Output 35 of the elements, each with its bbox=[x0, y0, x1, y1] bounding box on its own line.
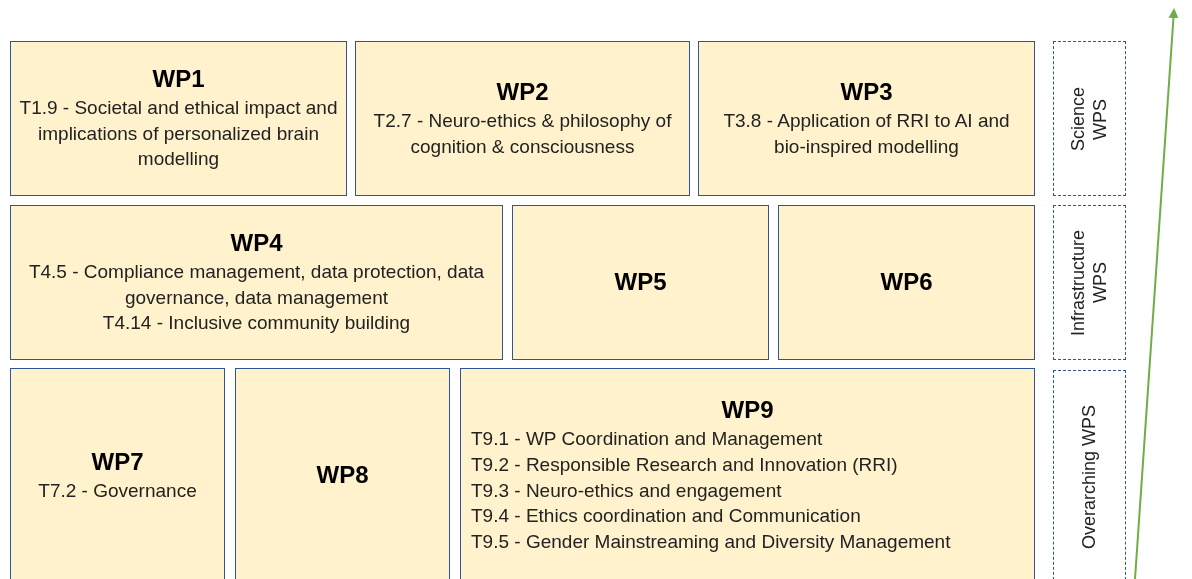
task-text: T3.8 - Application of RRI to AI and bio-inspired modelling bbox=[722, 108, 1011, 159]
task-text: T4.14 - Inclusive community building bbox=[102, 311, 411, 336]
task-text: T9.4 - Ethics coordination and Communication bbox=[471, 504, 861, 529]
task-text: T9.3 - Neuro-ethics and engagement bbox=[471, 478, 782, 503]
heading: WP9 bbox=[721, 396, 774, 425]
heading: WP2 bbox=[496, 77, 549, 106]
work-package-box bbox=[10, 368, 225, 579]
heading: WP6 bbox=[880, 267, 933, 296]
heading: WP1 bbox=[152, 65, 205, 94]
heading: WP7 bbox=[91, 447, 144, 476]
task-text: T2.7 - Neuro-ethics & philosophy of cognition & consciousness bbox=[372, 108, 673, 159]
group-label: Science WPS bbox=[1067, 85, 1111, 153]
work-package-box bbox=[10, 205, 503, 360]
task-text: T7.2 - Governance bbox=[38, 478, 197, 503]
task-text: T1.9 - Societal and ethical impact and implications of personalized brain modelling bbox=[19, 96, 338, 172]
group-frame bbox=[1053, 370, 1126, 579]
work-package-box bbox=[355, 41, 690, 196]
task-text: T9.2 - Responsible Research and Innovation (RRI) bbox=[471, 453, 898, 478]
work-package-box bbox=[512, 205, 769, 360]
task-text: T9.1 - WP Coordination and Management bbox=[471, 427, 823, 452]
group-frame bbox=[1053, 41, 1126, 196]
heading: WP8 bbox=[316, 460, 369, 489]
heading: WP4 bbox=[230, 229, 283, 258]
heading: WP3 bbox=[840, 77, 893, 106]
task-text: T9.5 - Gender Mainstreaming and Diversity Management bbox=[471, 529, 951, 554]
heading: WP5 bbox=[614, 267, 667, 296]
work-package-box bbox=[778, 205, 1035, 360]
work-package-box bbox=[698, 41, 1035, 196]
group-frame bbox=[1053, 205, 1126, 360]
task-text: T4.5 - Compliance management, data protection, data governance, data management bbox=[27, 260, 486, 310]
work-package-box bbox=[460, 368, 1035, 579]
group-label: Overarching WPS bbox=[1078, 405, 1100, 550]
work-package-box bbox=[10, 41, 347, 196]
group-label: Infrastructure WPS bbox=[1067, 228, 1111, 338]
work-package-box bbox=[235, 368, 450, 579]
